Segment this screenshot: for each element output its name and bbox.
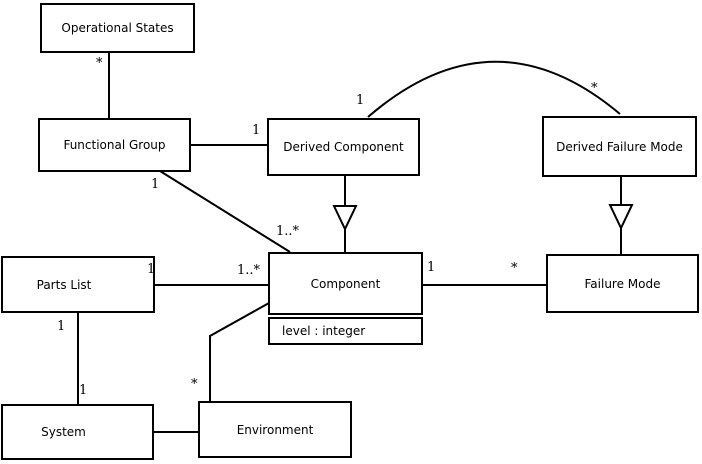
- multiplicity-fg-dc: 1: [252, 123, 261, 138]
- class-component-attributes: level : integer: [268, 317, 423, 345]
- multiplicity-pl-comp-near-pl: 1: [147, 262, 156, 277]
- multiplicity-arc-near-dc: 1: [356, 93, 365, 108]
- attribute-label: level : integer: [282, 324, 366, 338]
- multiplicity-env-comp: *: [191, 377, 198, 392]
- multiplicity-pl-sys-near-sys: 1: [79, 383, 88, 398]
- class-component: Component: [268, 252, 423, 315]
- class-label: Environment: [236, 422, 314, 437]
- multiplicity-fg-comp-near-fg: 1: [151, 177, 160, 192]
- multiplicity-pl-sys-near-pl: 1: [57, 319, 66, 334]
- generalization-triangle-icon: [332, 205, 358, 232]
- class-label: Operational States: [61, 21, 174, 35]
- class-label: Failure Mode: [584, 276, 661, 291]
- class-label: Functional Group: [63, 138, 166, 152]
- class-label: Derived Failure Mode: [556, 139, 683, 154]
- class-environment: Environment: [198, 401, 352, 458]
- multiplicity-arc-near-dfm: *: [591, 81, 598, 96]
- multiplicity-comp-fm-near-comp: 1: [427, 260, 436, 275]
- multiplicity-comp-fm-near-fm: *: [511, 261, 518, 276]
- class-parts-list: Parts List: [1, 256, 155, 313]
- class-system: System: [1, 404, 154, 460]
- edge-derivedcomponent-derivedfailuremode-arc: [367, 60, 621, 118]
- class-derived-component: Derived Component: [267, 118, 420, 176]
- edge-functionalgroup-component: [159, 170, 291, 253]
- multiplicity-fg-comp-near-comp: 1..*: [276, 224, 300, 239]
- generalization-triangle-icon: [608, 204, 634, 231]
- class-label: Derived Component: [283, 140, 404, 154]
- edge-environment-component: [209, 302, 270, 402]
- class-derived-failure-mode: Derived Failure Mode: [542, 116, 697, 177]
- class-functional-group: Functional Group: [38, 118, 191, 172]
- class-label: Component: [310, 276, 381, 291]
- multiplicity-pl-comp-near-comp: 1..*: [237, 263, 261, 278]
- class-failure-mode: Failure Mode: [546, 254, 699, 313]
- class-operational-states: Operational States: [40, 3, 195, 53]
- class-label: Parts List: [36, 277, 92, 292]
- multiplicity-opstates-end: *: [96, 56, 103, 71]
- class-label: System: [41, 425, 86, 439]
